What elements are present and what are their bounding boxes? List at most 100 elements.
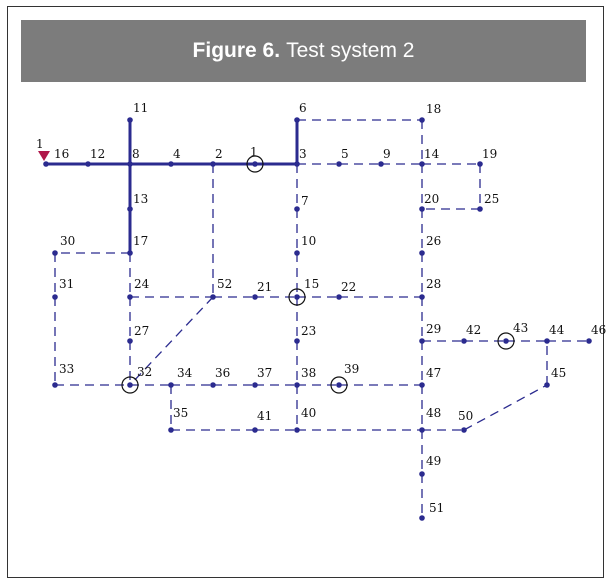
bus-node-14	[419, 161, 425, 167]
bus-node-10	[294, 250, 300, 256]
bus-node-39	[336, 382, 342, 388]
bus-node-22	[336, 294, 342, 300]
bus-label-24: 24	[134, 277, 150, 291]
bus-node-31	[52, 294, 58, 300]
bus-label-31: 31	[59, 277, 74, 291]
bus-node-2	[210, 161, 216, 167]
solid-branches	[46, 120, 299, 253]
bus-label-11: 11	[133, 101, 148, 115]
bus-node-28	[419, 294, 425, 300]
bus-node-6	[294, 117, 300, 123]
bus-node-48	[419, 427, 425, 433]
bus-node-7	[294, 206, 300, 212]
bus-label-36: 36	[215, 366, 230, 380]
bus-label-13: 13	[133, 192, 148, 206]
bus-node-49	[419, 471, 425, 477]
bus-node-25	[477, 206, 483, 212]
bus-nodes	[43, 117, 592, 521]
bus-label-8: 8	[132, 147, 140, 161]
circled-bus-15	[288, 288, 306, 306]
bus-node-12	[85, 161, 91, 167]
bus-label-40: 40	[301, 406, 316, 420]
bus-label-28: 28	[426, 277, 441, 291]
source-marker: 1	[36, 137, 50, 161]
bus-label-32: 32	[137, 365, 152, 379]
bus-node-27	[127, 338, 133, 344]
bus-label-42: 42	[466, 323, 481, 337]
bus-label-52: 52	[217, 277, 232, 291]
bus-label-5: 5	[341, 147, 349, 161]
bus-node-35	[168, 427, 174, 433]
bus-node-18	[419, 117, 425, 123]
figure-label: Figure 6.	[192, 39, 281, 62]
bus-node-11	[127, 117, 133, 123]
bus-node-5	[336, 161, 342, 167]
bus-node-47	[419, 382, 425, 388]
bus-node-41	[252, 427, 258, 433]
bus-node-42	[461, 338, 467, 344]
bus-label-48: 48	[426, 406, 441, 420]
bus-node-8	[127, 161, 133, 167]
bus-label-30: 30	[60, 234, 75, 248]
branch-52-32	[129, 296, 214, 386]
bus-label-20: 20	[424, 192, 439, 206]
bus-node-52	[210, 294, 216, 300]
bus-label-50: 50	[458, 409, 473, 423]
bus-node-50	[461, 427, 467, 433]
source-triangle-icon	[38, 151, 50, 161]
bus-label-33: 33	[59, 362, 74, 376]
bus-label-9: 9	[383, 147, 391, 161]
branch-50-45	[463, 384, 548, 431]
bus-node-21	[252, 294, 258, 300]
bus-label-22: 22	[341, 280, 356, 294]
bus-label-29: 29	[426, 322, 441, 336]
bus-label-2: 2	[215, 147, 223, 161]
circled-buses	[121, 155, 515, 394]
bus-label-35: 35	[173, 406, 188, 420]
bus-node-29	[419, 338, 425, 344]
bus-label-18: 18	[426, 102, 441, 116]
bus-label-17: 17	[133, 234, 148, 248]
bus-node-33	[52, 382, 58, 388]
bus-node-46	[586, 338, 592, 344]
bus-label-25: 25	[484, 192, 499, 206]
figure-frame	[7, 6, 604, 578]
figure-caption: Figure 6. Test system 2	[21, 20, 586, 82]
bus-label-34: 34	[177, 366, 193, 380]
bus-label-21: 21	[257, 280, 272, 294]
bus-node-16	[43, 161, 49, 167]
bus-label-39: 39	[344, 362, 359, 376]
bus-label-16: 16	[54, 147, 69, 161]
bus-node-17	[127, 250, 133, 256]
bus-label-37: 37	[257, 366, 272, 380]
bus-node-34	[168, 382, 174, 388]
bus-node-4	[168, 161, 174, 167]
dashed-branches	[54, 119, 589, 518]
bus-label-26: 26	[426, 234, 441, 248]
bus-node-9	[378, 161, 384, 167]
bus-label-46: 46	[591, 323, 606, 337]
bus-label-45: 45	[551, 366, 566, 380]
bus-label-7: 7	[301, 194, 309, 208]
bus-label-38: 38	[301, 366, 316, 380]
bus-label-4: 4	[173, 147, 181, 161]
bus-node-40	[294, 427, 300, 433]
bus-label-19: 19	[482, 147, 497, 161]
bus-label-44: 44	[549, 323, 565, 337]
bus-node-44	[544, 338, 550, 344]
circled-bus-32	[121, 376, 139, 394]
bus-node-30	[52, 250, 58, 256]
bus-label-14: 14	[424, 147, 440, 161]
bus-node-19	[477, 161, 483, 167]
bus-label-23: 23	[301, 324, 316, 338]
bus-node-51	[419, 515, 425, 521]
bus-node-43	[503, 338, 509, 344]
bus-label-47: 47	[426, 366, 441, 380]
figure-title: Test system 2	[286, 39, 415, 62]
bus-node-26	[419, 250, 425, 256]
bus-label-1: 1	[250, 145, 258, 159]
bus-node-24	[127, 294, 133, 300]
bus-node-3	[294, 161, 300, 167]
